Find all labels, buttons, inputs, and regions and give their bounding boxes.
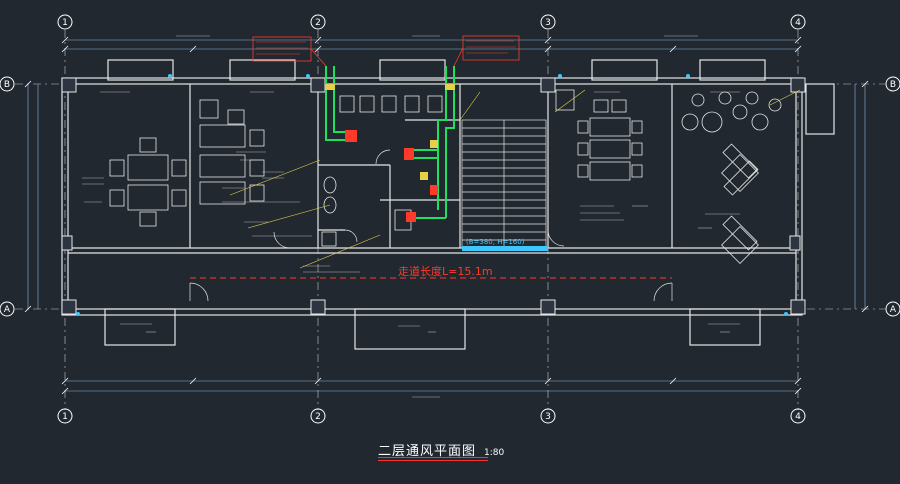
dimension-lines [27,39,866,392]
furniture-reception [681,91,782,264]
door-swings [189,149,673,302]
smoke-duct-band [462,246,548,251]
note-boxes [252,35,520,67]
room-label-strokes [82,35,740,398]
drawing-title: 二层通风平面图 [378,444,477,459]
title-underline [378,457,488,458]
furniture-right-office [555,89,643,181]
axis-label-4-top: 4 [795,18,801,28]
axis-label-b-left: B [4,80,10,90]
axis-label-a-left: A [4,305,11,315]
axis-label-3-bottom: 3 [545,412,551,422]
smoke-duct-label: (B=380, H=160) [466,238,525,246]
axis-label-2-bottom: 2 [315,412,321,422]
drawing-title-block: 二层通风平面图 1:80 [378,440,504,459]
structural-columns [61,77,806,315]
drawing-scale: 1:80 [484,448,505,458]
markers [76,74,788,316]
title-underline-second [378,460,488,461]
axis-label-4-bottom: 4 [795,412,801,422]
exhaust-fans [345,130,438,222]
axis-label-b-right: B [890,80,896,90]
corridor-length-label: 走道长度L=15.1m [398,264,493,278]
dimension-ticks [24,36,869,395]
axis-bubbles [0,14,900,424]
stairwell [461,119,547,249]
note-box-text-lines [256,40,516,55]
leader-lines [229,89,801,269]
axis-label-1-bottom: 1 [62,412,68,422]
axis-labels: 1 2 3 4 1 2 3 4 B A B A [4,18,897,422]
axis-label-3-top: 3 [545,18,551,28]
axis-label-1-top: 1 [62,18,68,28]
axis-label-a-right: A [890,305,897,315]
vent-duct-fittings [325,84,455,180]
toilet-fixtures [321,95,443,247]
axis-label-2-top: 2 [315,18,321,28]
walls [61,59,835,350]
furniture-left-office [109,99,265,227]
